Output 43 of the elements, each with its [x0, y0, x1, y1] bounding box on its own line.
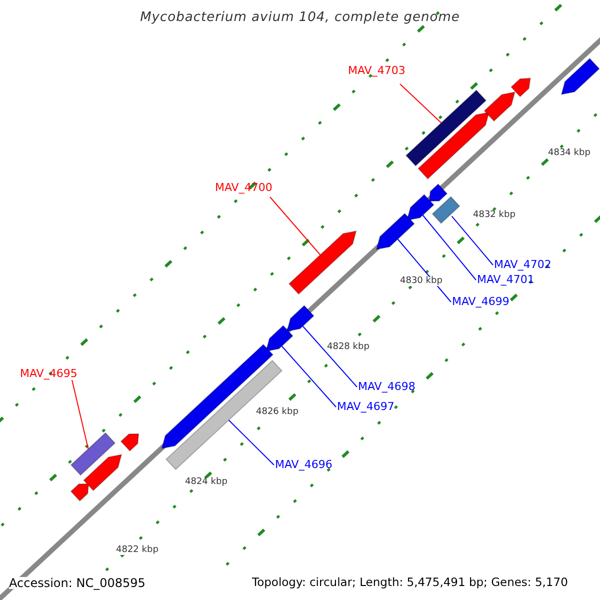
gene-feature: [286, 304, 314, 332]
leader-line: [400, 84, 442, 124]
genome-info-text: Topology: circular; Length: 5,475,491 bp; Genes: 5,170: [252, 577, 568, 588]
gene-block: [432, 196, 460, 224]
leader-line: [281, 346, 336, 408]
gene-feature: [560, 58, 600, 95]
tick-label: 4834 kbp: [548, 149, 590, 158]
gene-label: MAV_4698: [358, 381, 416, 392]
tick-label: 4830 kbp: [400, 277, 442, 286]
gene-label: MAV_4696: [275, 459, 332, 470]
leader-line: [397, 238, 452, 302]
gene-label: MAV_4695: [20, 368, 78, 379]
gene-feature: [484, 91, 516, 122]
gene-feature: [406, 194, 434, 221]
leader-line: [72, 380, 89, 450]
title: Mycobacterium avium 104, complete genome: [139, 11, 461, 24]
leader-line: [302, 326, 358, 388]
gene-feature: [376, 212, 415, 250]
tick-label: 4832 kbp: [473, 211, 516, 220]
leader-line: [270, 196, 321, 256]
leader-line: [451, 216, 494, 266]
gene-label: MAV_4699: [452, 296, 510, 307]
gene-feature: [418, 112, 490, 180]
accession-text: Accession: NC_008595: [9, 577, 146, 589]
gene-label: MAV_4701: [477, 274, 534, 285]
tick-label: 4822 kbp: [116, 546, 158, 555]
gene-feature: [70, 483, 90, 502]
gene-label: MAV_4703: [348, 65, 406, 76]
gene-bar: [405, 90, 487, 166]
gene-feature: [288, 230, 357, 295]
tick-label: 4826 kbp: [256, 408, 298, 417]
gene-feature: [510, 78, 531, 98]
gene-bar: [70, 432, 116, 476]
gene-label: MAV_4700: [215, 182, 272, 193]
gene-feature: [120, 433, 140, 452]
gene-feature: [265, 324, 294, 352]
gene-feature: [428, 183, 448, 202]
gene-feature: [83, 454, 122, 492]
leader-line: [228, 420, 274, 466]
leader-line: [422, 214, 476, 280]
gene-label: MAV_4697: [337, 401, 394, 412]
gene-label: MAV_4702: [494, 259, 552, 270]
tick-label: 4828 kbp: [327, 343, 370, 352]
